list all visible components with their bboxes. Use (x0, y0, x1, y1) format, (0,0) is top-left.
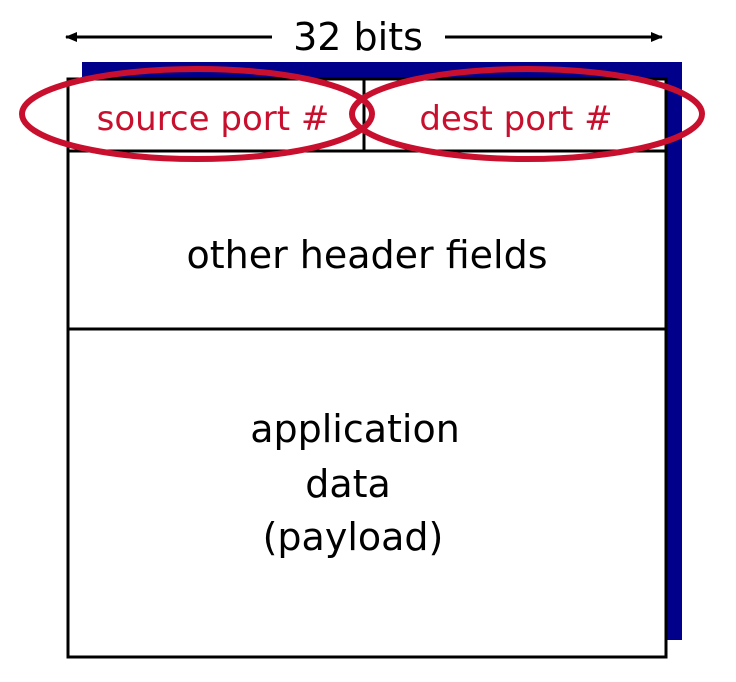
segment-box (66, 77, 668, 659)
payload-label: application data (payload) (250, 407, 460, 559)
payload-line: (payload) (263, 515, 444, 559)
dest-port-highlight (349, 66, 705, 162)
payload-line: application (250, 407, 460, 451)
width-label: 32 bits (293, 15, 423, 59)
segment-outline (66, 77, 668, 659)
width-dimension: 32 bits (65, 15, 663, 59)
source-port-highlight (19, 66, 375, 162)
other-header-label: other header fields (186, 233, 547, 277)
payload-line: data (305, 462, 391, 506)
dest-port-label: dest port # (419, 99, 612, 139)
source-port-label: source port # (97, 99, 330, 139)
